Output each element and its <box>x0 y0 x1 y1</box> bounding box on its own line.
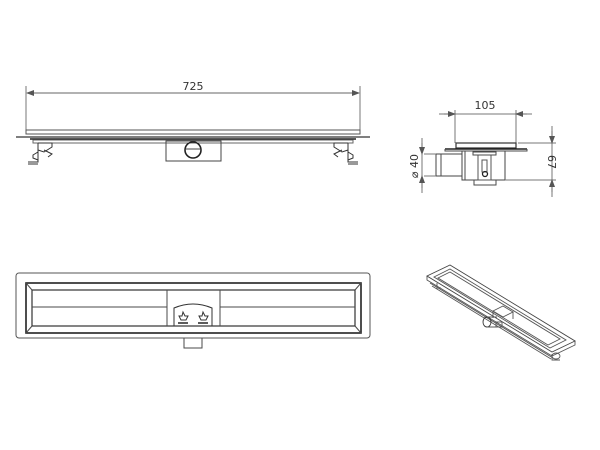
dimension-width-label: 105 <box>475 99 496 112</box>
logo-icon-left <box>178 310 189 324</box>
dimension-length-label: 725 <box>183 80 204 93</box>
logo-icon-right <box>198 310 209 324</box>
isometric-view <box>426 264 576 361</box>
bracket-right <box>333 142 358 165</box>
top-view <box>15 272 371 349</box>
bracket-left <box>28 142 53 165</box>
dimension-diameter-label: ⌀ 40 <box>408 154 421 178</box>
side-view <box>419 110 556 197</box>
dimension-height-label: 67 <box>545 155 558 169</box>
front-view <box>16 86 370 165</box>
